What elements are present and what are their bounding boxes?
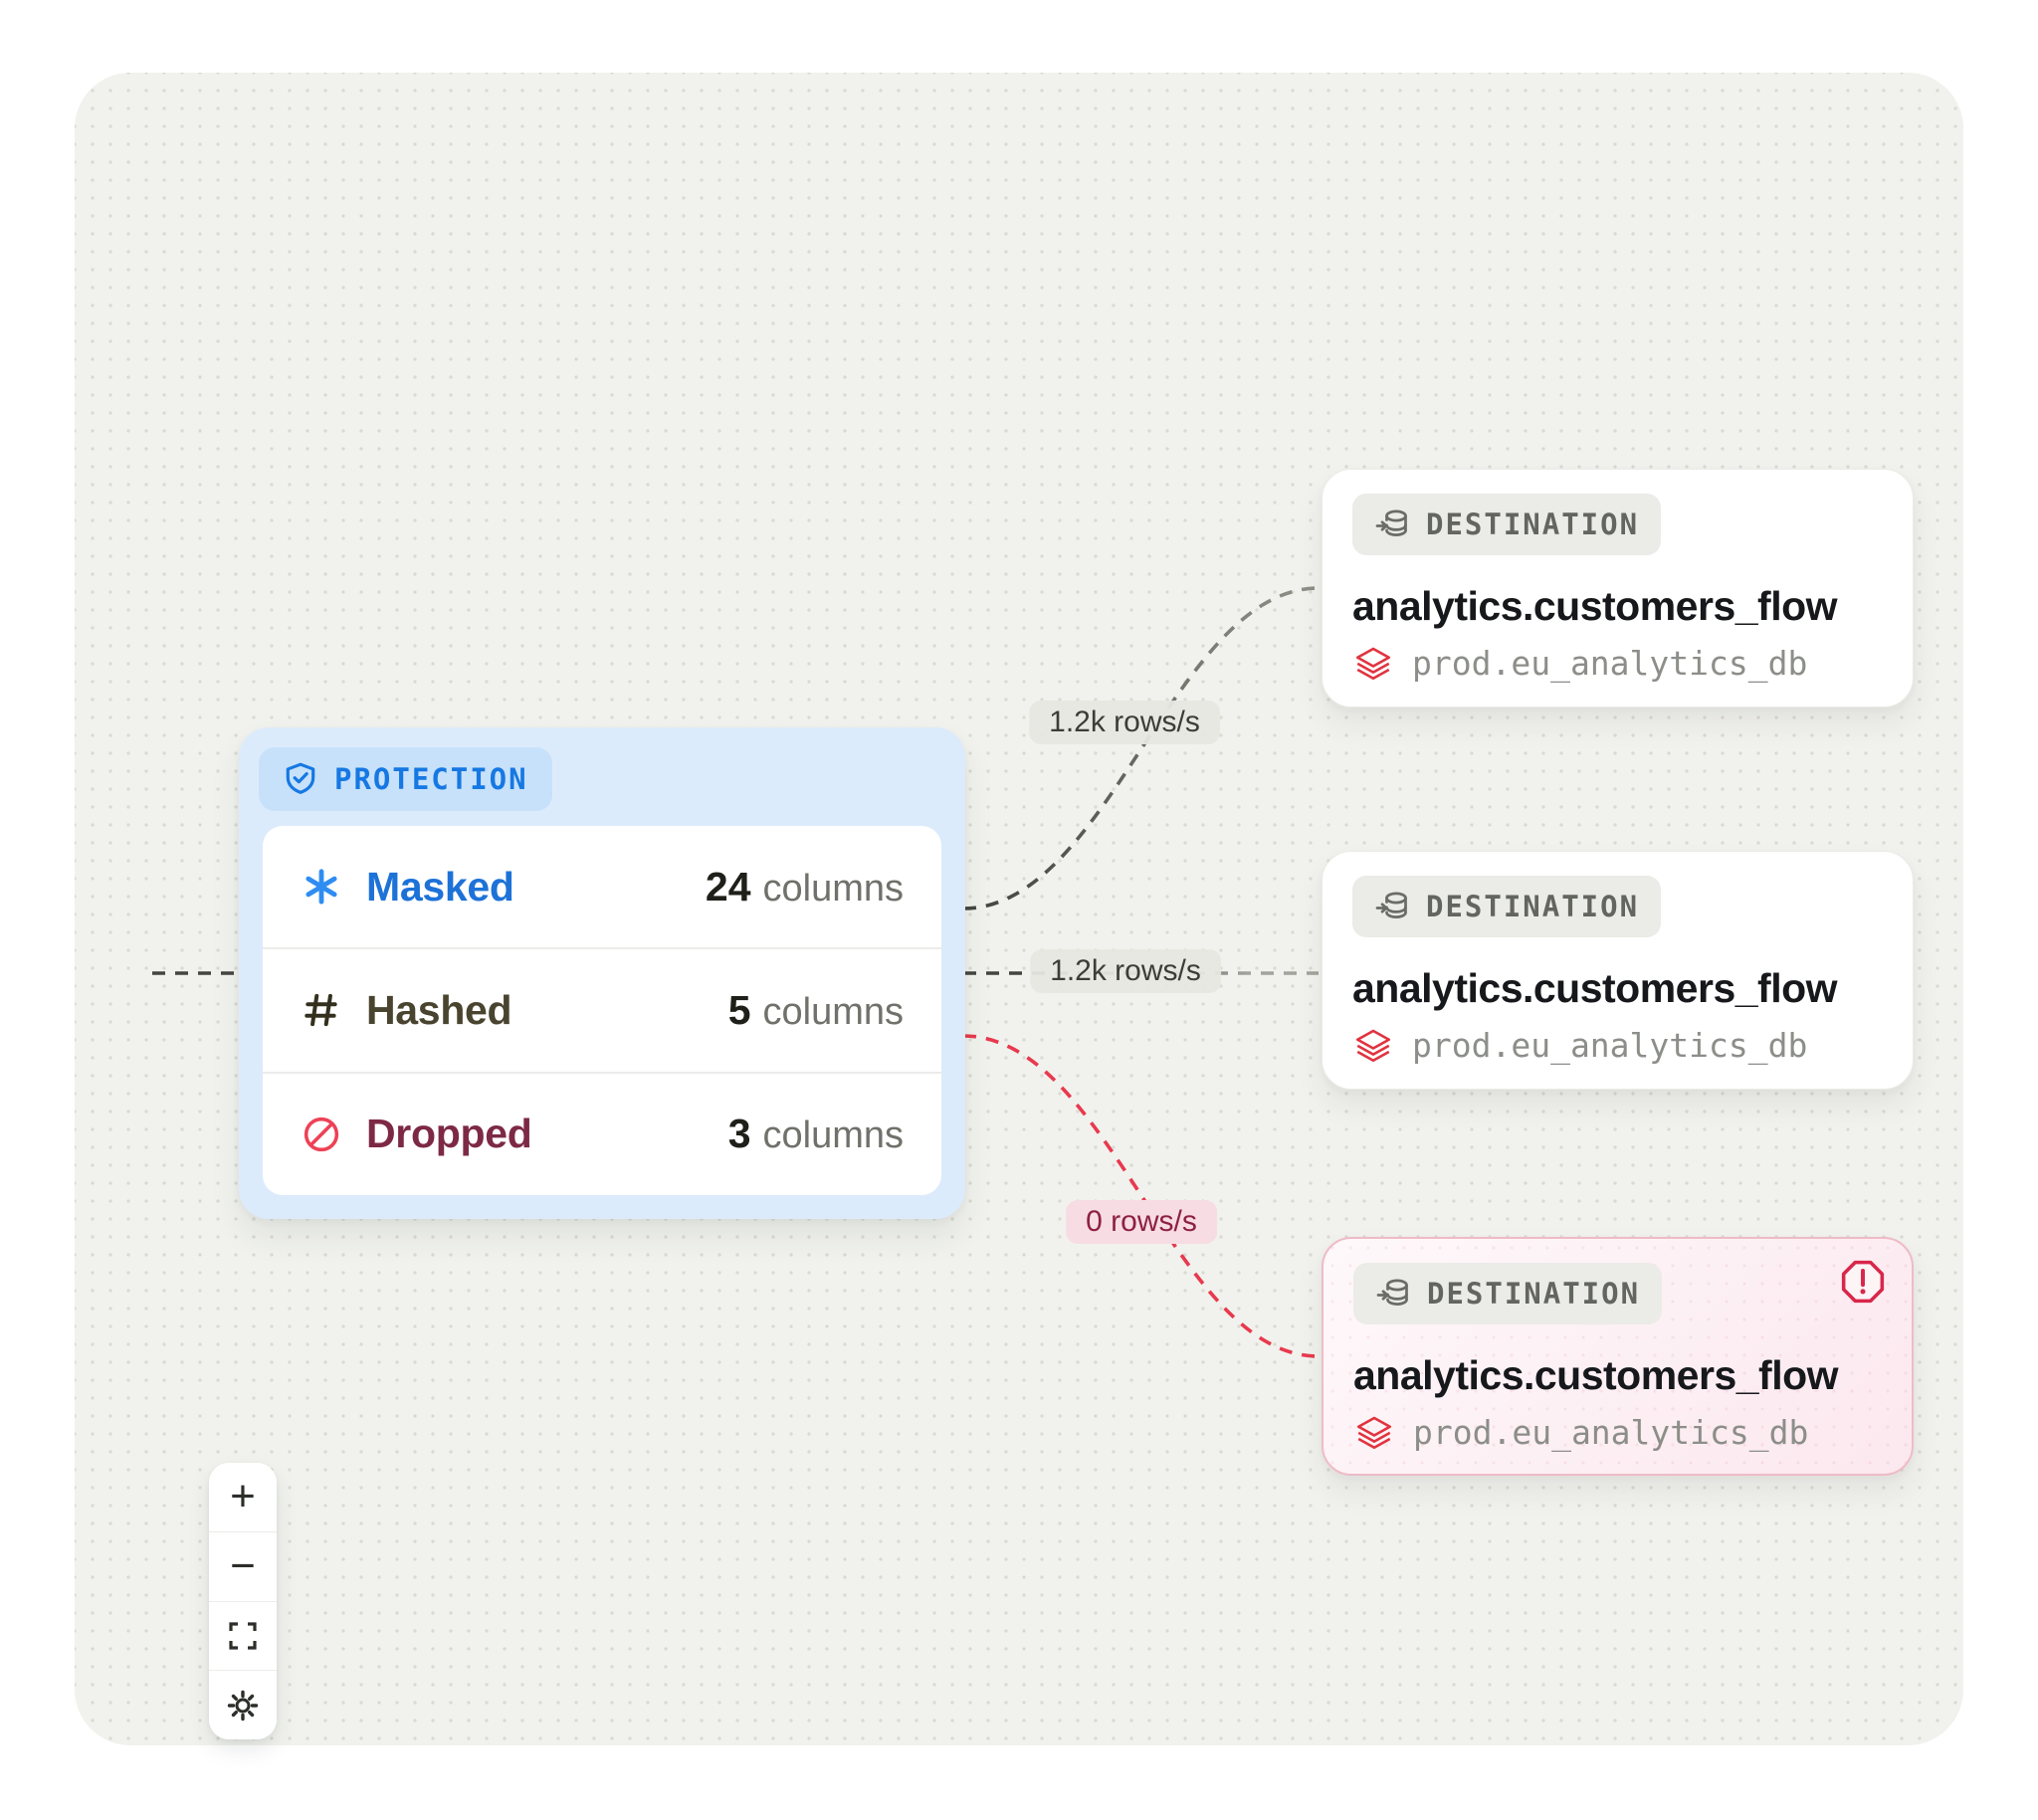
destination-badge-label: DESTINATION [1426, 507, 1640, 541]
protection-rules-card: Masked 24 columns Hashed [263, 826, 941, 1195]
settings-button[interactable] [209, 1670, 277, 1739]
destination-badge: DESTINATION [1352, 876, 1662, 937]
fit-view-button[interactable] [209, 1600, 277, 1671]
rule-unit: columns [762, 1114, 905, 1157]
protection-badge: PROTECTION [259, 747, 552, 811]
rule-row-masked[interactable]: Masked 24 columns [263, 826, 941, 947]
destination-badge: DESTINATION [1352, 494, 1662, 555]
rule-row-hashed[interactable]: Hashed 5 columns [263, 947, 941, 1071]
edge-dropped-to-destination-3[interactable] [962, 1034, 1320, 1358]
databricks-icon [1352, 1024, 1394, 1066]
protection-badge-label: PROTECTION [334, 762, 528, 796]
destination-source: prod.eu_analytics_db [1412, 643, 1808, 683]
alert-octagon-icon [1840, 1259, 1886, 1305]
destination-source: prod.eu_analytics_db [1412, 1025, 1808, 1065]
gear-icon [226, 1689, 260, 1722]
asterisk-icon [301, 866, 342, 908]
destination-source: prod.eu_analytics_db [1413, 1412, 1809, 1452]
zoom-out-button[interactable]: − [209, 1530, 277, 1601]
plus-icon: + [230, 1472, 256, 1521]
minus-icon: − [230, 1541, 256, 1591]
protection-node[interactable]: PROTECTION Masked 24 columns [239, 727, 965, 1219]
rule-count: 3 [727, 1111, 751, 1157]
shield-check-icon [283, 761, 318, 797]
destination-badge: DESTINATION [1353, 1263, 1663, 1324]
database-in-icon [1375, 1276, 1411, 1312]
rule-row-dropped[interactable]: Dropped 3 columns [263, 1071, 941, 1195]
destination-node-2[interactable]: DESTINATION analytics.customers_flow pro… [1322, 851, 1914, 1090]
rule-unit: columns [762, 867, 905, 910]
destination-title: analytics.customers_flow [1352, 583, 1838, 629]
destination-badge-label: DESTINATION [1426, 890, 1640, 923]
flow-canvas[interactable]: PROTECTION Masked 24 columns [75, 73, 1963, 1745]
no-entry-icon [301, 1113, 342, 1155]
edge-label-masked-rate: 1.2k rows/s [1029, 701, 1220, 744]
fit-view-icon [227, 1620, 259, 1652]
destination-badge-label: DESTINATION [1427, 1277, 1641, 1311]
rule-count: 24 [705, 863, 751, 910]
rule-count: 5 [727, 986, 751, 1033]
canvas-controls: + − [209, 1463, 277, 1739]
edge-label-dropped-rate: 0 rows/s [1066, 1200, 1217, 1244]
destination-title: analytics.customers_flow [1352, 965, 1838, 1011]
databricks-icon [1353, 1411, 1395, 1453]
database-in-icon [1374, 506, 1410, 542]
hash-icon [301, 989, 342, 1031]
destination-title: analytics.customers_flow [1353, 1352, 1839, 1398]
destination-node-1[interactable]: DESTINATION analytics.customers_flow pro… [1322, 469, 1914, 708]
destination-node-3-error[interactable]: DESTINATION analytics.customers_flow [1322, 1237, 1914, 1476]
database-in-icon [1374, 889, 1410, 924]
edge-label-hashed-rate: 1.2k rows/s [1030, 949, 1221, 993]
databricks-icon [1352, 642, 1394, 684]
edge-masked-to-destination-1[interactable] [962, 586, 1320, 910]
zoom-in-button[interactable]: + [209, 1463, 277, 1531]
rule-label: Hashed [366, 986, 512, 1033]
rule-label: Masked [366, 863, 514, 910]
rule-unit: columns [762, 990, 905, 1033]
rule-label: Dropped [366, 1111, 532, 1157]
